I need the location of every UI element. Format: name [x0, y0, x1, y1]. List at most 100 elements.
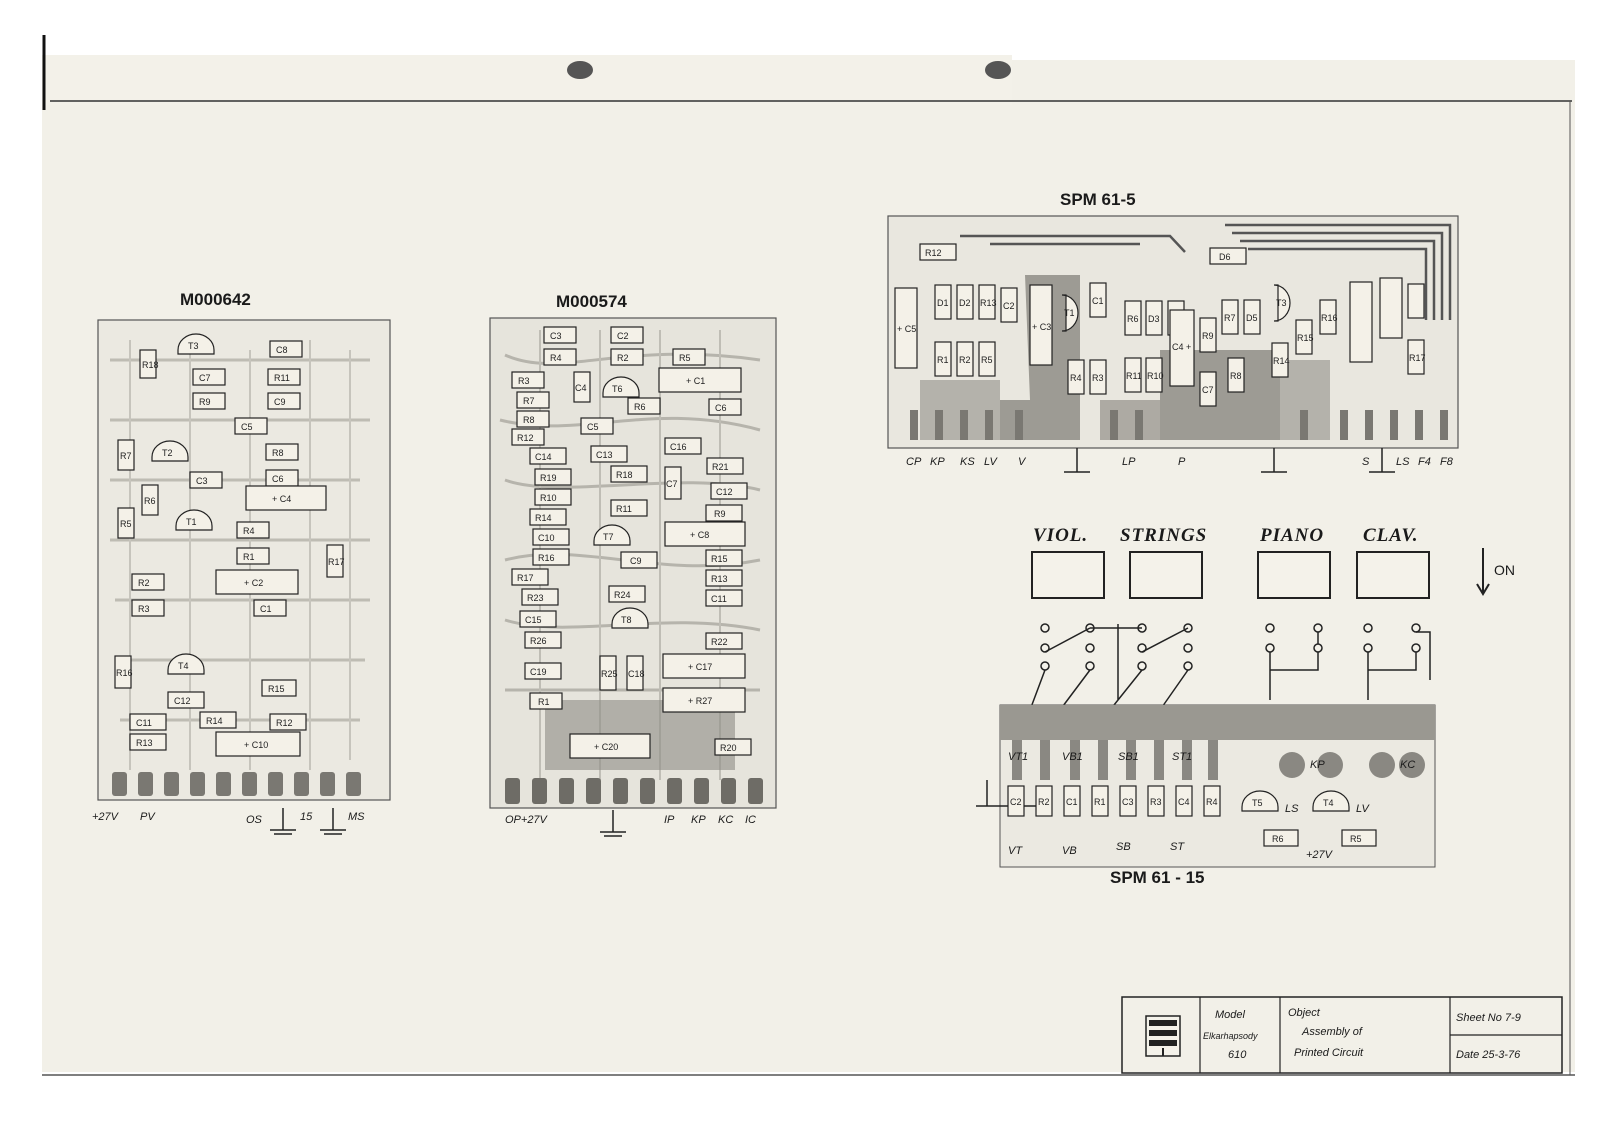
m574-pin-op27v: OP+27V	[505, 814, 549, 826]
spm5-D1: D1	[937, 298, 949, 308]
spm15-pin-vb: VB	[1062, 845, 1077, 857]
spm15-pin-sb: SB	[1116, 841, 1131, 853]
m574-R13: R13	[711, 574, 728, 584]
m574-R16: R16	[538, 553, 555, 563]
m642-R5: R5	[120, 519, 132, 529]
switch-key-clav[interactable]	[1356, 551, 1430, 599]
m642-T4: T4	[178, 661, 189, 671]
m574-C8: + C8	[690, 530, 709, 540]
m574-C15: C15	[525, 615, 542, 625]
title-block-object-line-1: Assembly of	[1301, 1026, 1363, 1038]
spm5-C3: + C3	[1032, 322, 1051, 332]
spm5-pin-lp: LP	[1122, 456, 1136, 468]
spm15-T4: T4	[1323, 798, 1334, 808]
m574-R26: R26	[530, 636, 547, 646]
spm5-R3: R3	[1092, 373, 1104, 383]
m574-R12: R12	[517, 433, 534, 443]
spm5-R14: R14	[1273, 356, 1290, 366]
m574-C11: C11	[711, 594, 727, 604]
spm15-pin-st1: ST1	[1172, 751, 1192, 763]
spm5-R12: R12	[925, 248, 942, 258]
m574-C20: + C20	[594, 742, 618, 752]
m642-C12: C12	[174, 696, 191, 706]
spm5-R15: R15	[1297, 333, 1314, 343]
m574-R4: R4	[550, 353, 562, 363]
spm5-R11: R11	[1126, 371, 1142, 381]
spm5-R5: R5	[981, 355, 993, 365]
m574-R9: R9	[714, 509, 726, 519]
spm5-pin-p: P	[1178, 456, 1186, 468]
switch-key-viol[interactable]	[1031, 551, 1105, 599]
m574-R21: R21	[712, 462, 729, 472]
board-m000574: M000574 C3 C2 R4 R2 R5 R3	[489, 292, 777, 837]
spm5-pin-ls: LS	[1396, 456, 1410, 468]
m574-pin-kc: KC	[718, 814, 733, 826]
title-block-object-label: Object	[1288, 1007, 1321, 1019]
m574-R23: R23	[527, 593, 544, 603]
spm5-ground-symbol-1	[1064, 448, 1090, 473]
m574-C12: C12	[716, 487, 733, 497]
spm5-C1: C1	[1092, 296, 1104, 306]
company-logo-icon	[1145, 1015, 1181, 1057]
spm5-R1: R1	[937, 355, 949, 365]
m642-pin-15: 15	[300, 811, 313, 823]
spm15-R3: R3	[1150, 797, 1162, 807]
spm5-R13: R13	[980, 298, 997, 308]
m642-C6: C6	[272, 474, 284, 484]
m642-pin-ms: MS	[348, 811, 365, 823]
m574-C2: C2	[617, 331, 629, 341]
m642-R13: R13	[136, 738, 153, 748]
on-arrow-icon	[1476, 548, 1490, 596]
spm5-R9: R9	[1202, 331, 1214, 341]
spm15-R6: R6	[1272, 834, 1284, 844]
spm5-R7: R7	[1224, 313, 1236, 323]
board-title-m000642: M000642	[180, 290, 251, 309]
spm5-R4: R4	[1070, 373, 1082, 383]
on-direction-label: ON	[1494, 562, 1515, 578]
m574-R22: R22	[711, 637, 728, 647]
switch-bank: VIOL. STRINGS PIANO CLAV. ON	[1029, 525, 1515, 711]
m642-R12: R12	[276, 718, 293, 728]
spm5-R16: R16	[1321, 313, 1338, 323]
m642-R15: R15	[268, 684, 285, 694]
m574-pin-ip: IP	[664, 814, 675, 826]
m642-R18: R18	[142, 360, 159, 370]
m642-R7: R7	[120, 451, 132, 461]
spm5-R8: R8	[1230, 371, 1242, 381]
m642-ground-symbol-2	[320, 808, 346, 835]
spm15-C3: C3	[1122, 797, 1134, 807]
m574-ground-symbol	[600, 810, 626, 837]
switch-key-piano[interactable]	[1257, 551, 1331, 599]
m642-R11: R11	[274, 373, 290, 383]
spm5-D3: D3	[1148, 314, 1160, 324]
m642-R14: R14	[206, 716, 223, 726]
m574-C18: C18	[628, 669, 645, 679]
title-block-object-line-2: Printed Circuit	[1294, 1047, 1364, 1059]
m574-pin-ic: IC	[745, 814, 756, 826]
m574-C4: C4	[575, 383, 587, 393]
m574-R5: R5	[679, 353, 691, 363]
spm5-R17: R17	[1409, 353, 1426, 363]
board-title-m000574: M000574	[556, 292, 627, 311]
board-spm-61-5: SPM 61-5 R12	[887, 190, 1459, 473]
spm15-C1: C1	[1066, 797, 1078, 807]
switch-key-strings[interactable]	[1129, 551, 1203, 599]
m574-R24: R24	[614, 590, 631, 600]
m574-C7: C7	[666, 479, 678, 489]
spm15-label-lv: LV	[1356, 803, 1371, 815]
title-block-model-label: Model	[1215, 1009, 1246, 1021]
m574-R1: R1	[538, 697, 550, 707]
spm5-pin-lv: LV	[984, 456, 999, 468]
board-spm-61-15: VT1 VB1 SB1 ST1 KP KC C2 R2 C1 R1 C3 R3 …	[976, 704, 1436, 887]
spm15-copper-bus	[1000, 705, 1435, 740]
m574-T6: T6	[612, 384, 623, 394]
spm5-pin-kp: KP	[930, 456, 945, 468]
m642-C8: C8	[276, 345, 288, 355]
spm5-D2: D2	[959, 298, 971, 308]
spm5-R2: R2	[959, 355, 971, 365]
spm15-pin-vt1: VT1	[1008, 751, 1028, 763]
spm5-C5: + C5	[897, 324, 916, 334]
m574-R2: R2	[617, 353, 629, 363]
m642-C2: + C2	[244, 578, 263, 588]
